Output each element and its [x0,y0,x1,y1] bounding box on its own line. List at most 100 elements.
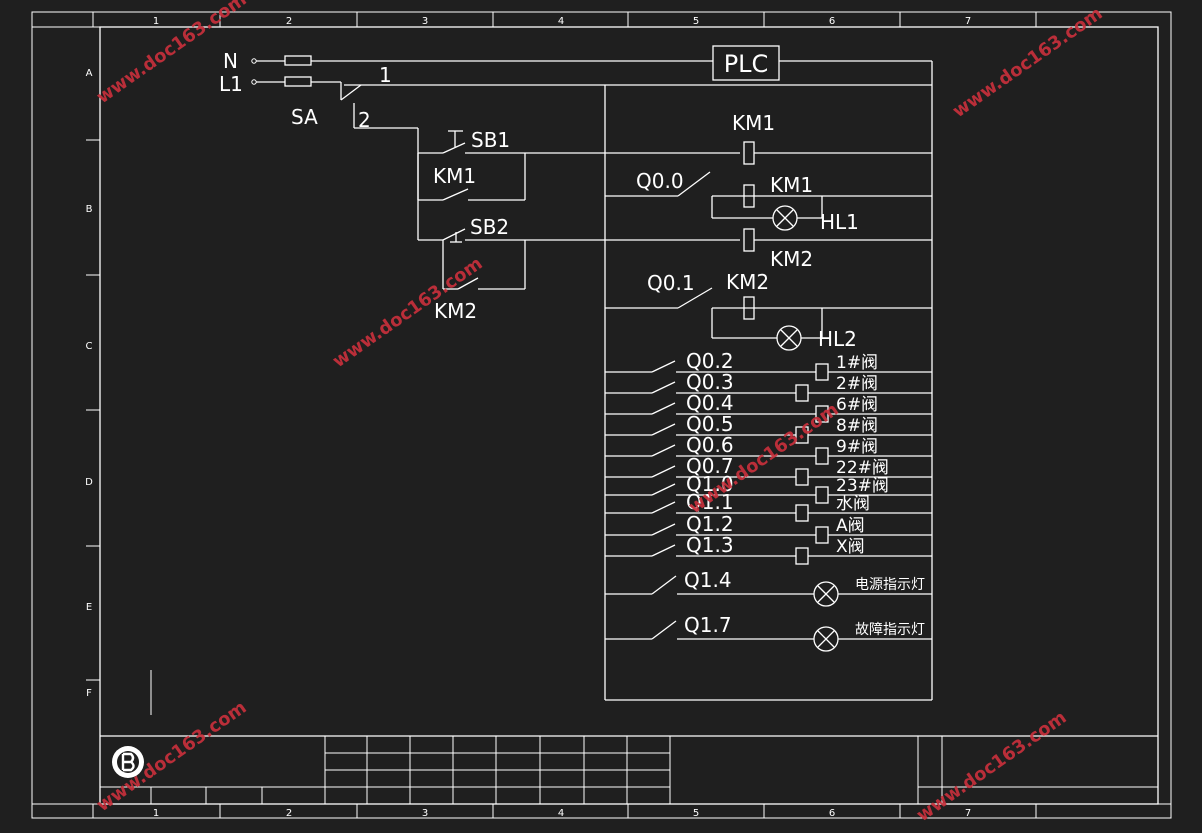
valve-output-label: Q0.7 [686,454,734,478]
hl2-label: HL2 [818,327,857,351]
output-contact-icon [651,402,676,415]
zone-col-4: 4 [558,16,564,27]
zone-col-1-bottom: 1 [153,808,159,819]
sb1-label: SB1 [471,128,510,152]
q01-contact-icon [677,287,713,309]
lamp-output-label: Q1.7 [684,613,732,637]
sb2-button-icon [442,228,466,241]
lamp-output-label: Q1.4 [684,568,732,592]
valve-output-label: Q1.3 [686,533,734,557]
valve-output-label: Q0.6 [686,433,734,457]
km1-contact-coil-icon [743,184,755,208]
valve-load-label: X阀 [836,537,865,557]
zone-row-d: D [85,477,93,488]
zone-row-e: E [86,602,92,613]
valve-load-label: 22#阀 [836,458,889,478]
valve-rung: Q1.3 X阀 [605,533,932,565]
plc-box [712,45,780,81]
valve-output-label: Q0.3 [686,370,734,394]
zone-col-2: 2 [286,16,292,27]
valve-output-label: Q1.0 [686,472,734,496]
zone-col-2-bottom: 2 [286,808,292,819]
valve-load-label: 水阀 [836,494,870,514]
km2-coil-label: KM2 [770,247,813,271]
valve-coil-icon [815,447,829,465]
valve-rung: Q1.2 A阀 [605,512,932,544]
fuse-l1-icon [284,76,312,87]
valve-load-label: 1#阀 [836,353,878,373]
zone-col-5-bottom: 5 [693,808,699,819]
valve-output-label: Q0.5 [686,412,734,436]
title-block [100,735,1158,804]
valve-coil-icon [795,468,809,486]
output-contact-icon [651,620,677,640]
sb1-button-icon [442,142,466,154]
valve-load-label: 2#阀 [836,374,878,394]
output-contact-icon [651,360,676,373]
hl1-label: HL1 [820,210,859,234]
lamp-rung: Q1.7 故障指示灯 [605,613,932,652]
zone-row-b: B [86,204,93,215]
valve-load-label: 6#阀 [836,395,878,415]
zone-row-c: C [86,341,93,352]
output-contact-icon [651,423,676,436]
valve-coil-icon [795,504,809,522]
output-contact-icon [651,544,676,557]
button-circuit [417,128,740,290]
zone-col-7-bottom: 7 [965,808,971,819]
valve-coil-icon [815,486,829,504]
wire-1-label: 1 [379,63,392,87]
zone-col-4-bottom: 4 [558,808,564,819]
plc-label: PLC [724,50,769,78]
q00-contact-icon [677,171,711,197]
zone-col-6-bottom: 6 [829,808,835,819]
contactor-rungs [605,141,932,351]
km2-contact-label: KM2 [726,270,769,294]
zone-col-6: 6 [829,16,835,27]
valve-load-label: A阀 [836,516,865,536]
neutral-label: N [223,49,238,73]
zone-col-3-bottom: 3 [422,808,428,819]
valve-coil-icon [795,547,809,565]
valve-coil-icon [815,526,829,544]
switch-label: SA [291,105,318,129]
valve-coil-icon [815,363,829,381]
output-contact-icon [651,381,676,394]
valve-load-label: 23#阀 [836,476,889,496]
output-contact-icon [651,444,676,457]
output-contact-icon [651,483,676,496]
watermark-text: www.doc163.com [949,3,1107,122]
zone-col-7: 7 [965,16,971,27]
output-contact-icon [651,523,676,536]
company-logo-icon [112,746,144,778]
zone-row-f: F [86,688,92,699]
drawing-frame [31,11,1172,819]
valve-load-label: 9#阀 [836,437,878,457]
line-label: L1 [219,72,243,96]
valve-rung: Q0.5 8#阀 [605,412,932,444]
zone-row-a: A [86,68,93,79]
km1-contact-label: KM1 [770,173,813,197]
output-contact-icon [651,465,676,478]
lamp-label: 故障指示灯 [855,622,925,638]
q01-label: Q0.1 [647,271,695,295]
valve-rung: Q0.3 2#阀 [605,370,932,402]
sb2-label: SB2 [470,215,509,239]
km1-hold-label: KM1 [433,164,476,188]
watermark-text: www.doc163.com [913,707,1071,826]
valve-load-label: 8#阀 [836,416,878,436]
km2-hold-contact-icon [457,277,479,290]
valve-coil-icon [795,384,809,402]
output-contact-icon [651,501,676,514]
km2-coil-icon [743,228,755,252]
valve-output-label: Q1.2 [686,512,734,536]
zone-labels: 1 2 3 4 5 6 7 1 2 3 4 5 6 7 A B C D E F [85,16,971,819]
zone-col-1: 1 [153,16,159,27]
